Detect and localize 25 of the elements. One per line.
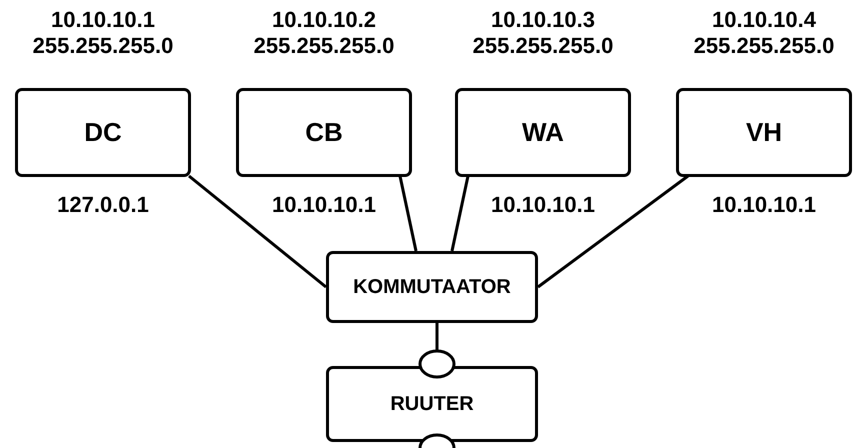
gateway-label: 10.10.10.1 bbox=[711, 192, 817, 218]
host-box bbox=[15, 88, 191, 177]
gateway-label: 127.0.0.1 bbox=[56, 192, 150, 218]
ip-address-label: 10.10.10.4 255.255.255.0 bbox=[692, 7, 836, 59]
connector-line bbox=[537, 174, 689, 288]
node-label: VH bbox=[746, 117, 782, 148]
node-label: RUUTER bbox=[390, 392, 474, 416]
connector-line bbox=[450, 176, 470, 252]
node-label: WA bbox=[522, 117, 564, 148]
gateway-label: 10.10.10.1 bbox=[490, 192, 596, 218]
host-box bbox=[236, 88, 412, 177]
host-box bbox=[455, 88, 631, 177]
node-label: CB bbox=[305, 117, 343, 148]
gateway-label: 10.10.10.1 bbox=[271, 192, 377, 218]
switch-box bbox=[326, 251, 538, 323]
ip-address-label: 10.10.10.1 255.255.255.0 bbox=[32, 7, 174, 59]
node-label: KOMMUTAATOR bbox=[353, 276, 511, 298]
ip-address-label: 10.10.10.3 255.255.255.0 bbox=[472, 7, 614, 59]
socket-connector bbox=[418, 323, 456, 378]
host-box bbox=[676, 88, 852, 177]
node-label: DC bbox=[84, 117, 122, 148]
connector-line bbox=[188, 174, 327, 288]
connector-line bbox=[398, 176, 418, 252]
ip-address-label: 10.10.10.2 255.255.255.0 bbox=[252, 7, 396, 59]
router-box bbox=[326, 366, 538, 442]
